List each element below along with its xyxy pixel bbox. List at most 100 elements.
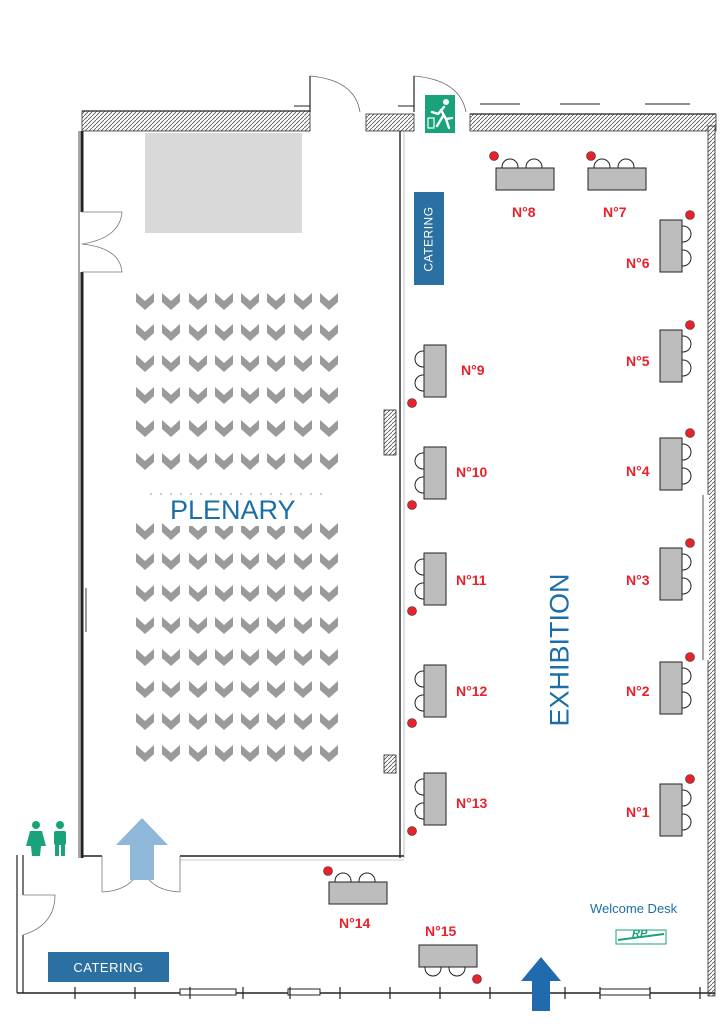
seat-chevron — [294, 649, 312, 666]
booth-table — [423, 344, 447, 398]
seat-row-marker — [210, 493, 212, 495]
seat-row-marker — [280, 493, 282, 495]
seat-chevron — [267, 681, 285, 698]
seat-chevron — [267, 355, 285, 372]
seat-chevron — [267, 745, 285, 762]
seat-row-marker — [170, 493, 172, 495]
booth-label: N°5 — [626, 353, 650, 369]
exhibitor-marker — [685, 538, 695, 548]
seat-chevron — [162, 453, 180, 470]
exhibitor-marker — [407, 606, 417, 616]
seat-chevron — [162, 617, 180, 634]
seat-chevron — [162, 523, 180, 540]
booth-label: N°8 — [512, 204, 536, 220]
seat-chevron — [215, 617, 233, 634]
booth — [407, 664, 447, 728]
seat-chevron — [241, 585, 259, 602]
seat-row-marker — [240, 493, 242, 495]
seat-chevron — [215, 745, 233, 762]
seat-chevron — [294, 681, 312, 698]
seat-chevron — [215, 553, 233, 570]
seat-chevron — [267, 293, 285, 310]
seat-chevron — [136, 293, 154, 310]
exhibition-booths — [323, 151, 695, 984]
seat-chevron — [294, 617, 312, 634]
booth-table — [587, 167, 647, 191]
seat-chevron — [320, 387, 338, 404]
booth — [407, 344, 447, 408]
seat-chevron — [189, 324, 207, 341]
exhibitor-marker — [685, 320, 695, 330]
exhibitor-marker — [472, 974, 482, 984]
booth-table — [423, 552, 447, 606]
seat-row-marker — [310, 493, 312, 495]
booth-table — [659, 547, 683, 601]
booth-label: N°15 — [425, 923, 457, 939]
booth-table — [423, 772, 447, 826]
emergency-exit-icon — [425, 95, 455, 133]
exhibitor-marker — [586, 151, 596, 161]
seat-chevron — [267, 713, 285, 730]
seat-chevron — [320, 523, 338, 540]
seat-row-marker — [250, 493, 252, 495]
seat-chevron — [136, 713, 154, 730]
seat-chevron — [215, 387, 233, 404]
booth — [418, 944, 482, 984]
seat-chevron — [215, 355, 233, 372]
seat-row-marker — [220, 493, 222, 495]
seat-chevron — [320, 617, 338, 634]
welcome-desk-label: Welcome Desk — [590, 901, 678, 916]
seat-chevron — [189, 293, 207, 310]
seat-chevron — [294, 745, 312, 762]
seat-chevron — [136, 585, 154, 602]
booth-label: N°11 — [456, 572, 487, 588]
catering-top-label: CATERING — [422, 205, 436, 272]
seat-chevron — [189, 523, 207, 540]
restroom-icon — [26, 821, 66, 856]
welcome-desk-logo — [615, 929, 667, 945]
seat-chevron — [162, 713, 180, 730]
seat-chevron — [241, 387, 259, 404]
seat-chevron — [267, 523, 285, 540]
booth-table — [659, 783, 683, 837]
seat-chevron — [189, 617, 207, 634]
seat-chevron — [136, 387, 154, 404]
booth-table — [423, 664, 447, 718]
booth-table — [495, 167, 555, 191]
plenary-room-walls — [78, 131, 405, 893]
seat-chevron — [136, 745, 154, 762]
seat-chevron — [162, 745, 180, 762]
welcome-desk-logo-text: RP — [632, 928, 648, 940]
seat-chevron — [294, 355, 312, 372]
booth — [323, 866, 388, 905]
seat-chevron — [136, 420, 154, 437]
booth — [659, 652, 695, 715]
seat-chevron — [215, 523, 233, 540]
stage-area — [145, 133, 302, 233]
seat-chevron — [162, 681, 180, 698]
bottom-wall — [17, 987, 715, 999]
catering-top: CATERING — [414, 192, 444, 285]
seat-chevron — [241, 553, 259, 570]
booth-label: N°1 — [626, 804, 650, 820]
exhibitor-marker — [685, 210, 695, 220]
booth — [659, 320, 695, 383]
exhibitor-marker — [489, 151, 499, 161]
seat-chevron — [267, 649, 285, 666]
seat-chevron — [267, 453, 285, 470]
seat-row-marker — [260, 493, 262, 495]
seat-chevron — [294, 387, 312, 404]
seat-chevron — [215, 713, 233, 730]
seat-chevron — [189, 681, 207, 698]
seat-chevron — [215, 453, 233, 470]
booth-label: N°3 — [626, 572, 650, 588]
booth-table — [659, 219, 683, 273]
seat-chevron — [189, 713, 207, 730]
seat-chevron — [320, 324, 338, 341]
top-doors — [294, 75, 467, 113]
booth-table — [659, 329, 683, 383]
booth-label: N°7 — [603, 204, 627, 220]
seat-chevron — [136, 681, 154, 698]
exhibitor-marker — [685, 774, 695, 784]
seat-chevron — [189, 355, 207, 372]
